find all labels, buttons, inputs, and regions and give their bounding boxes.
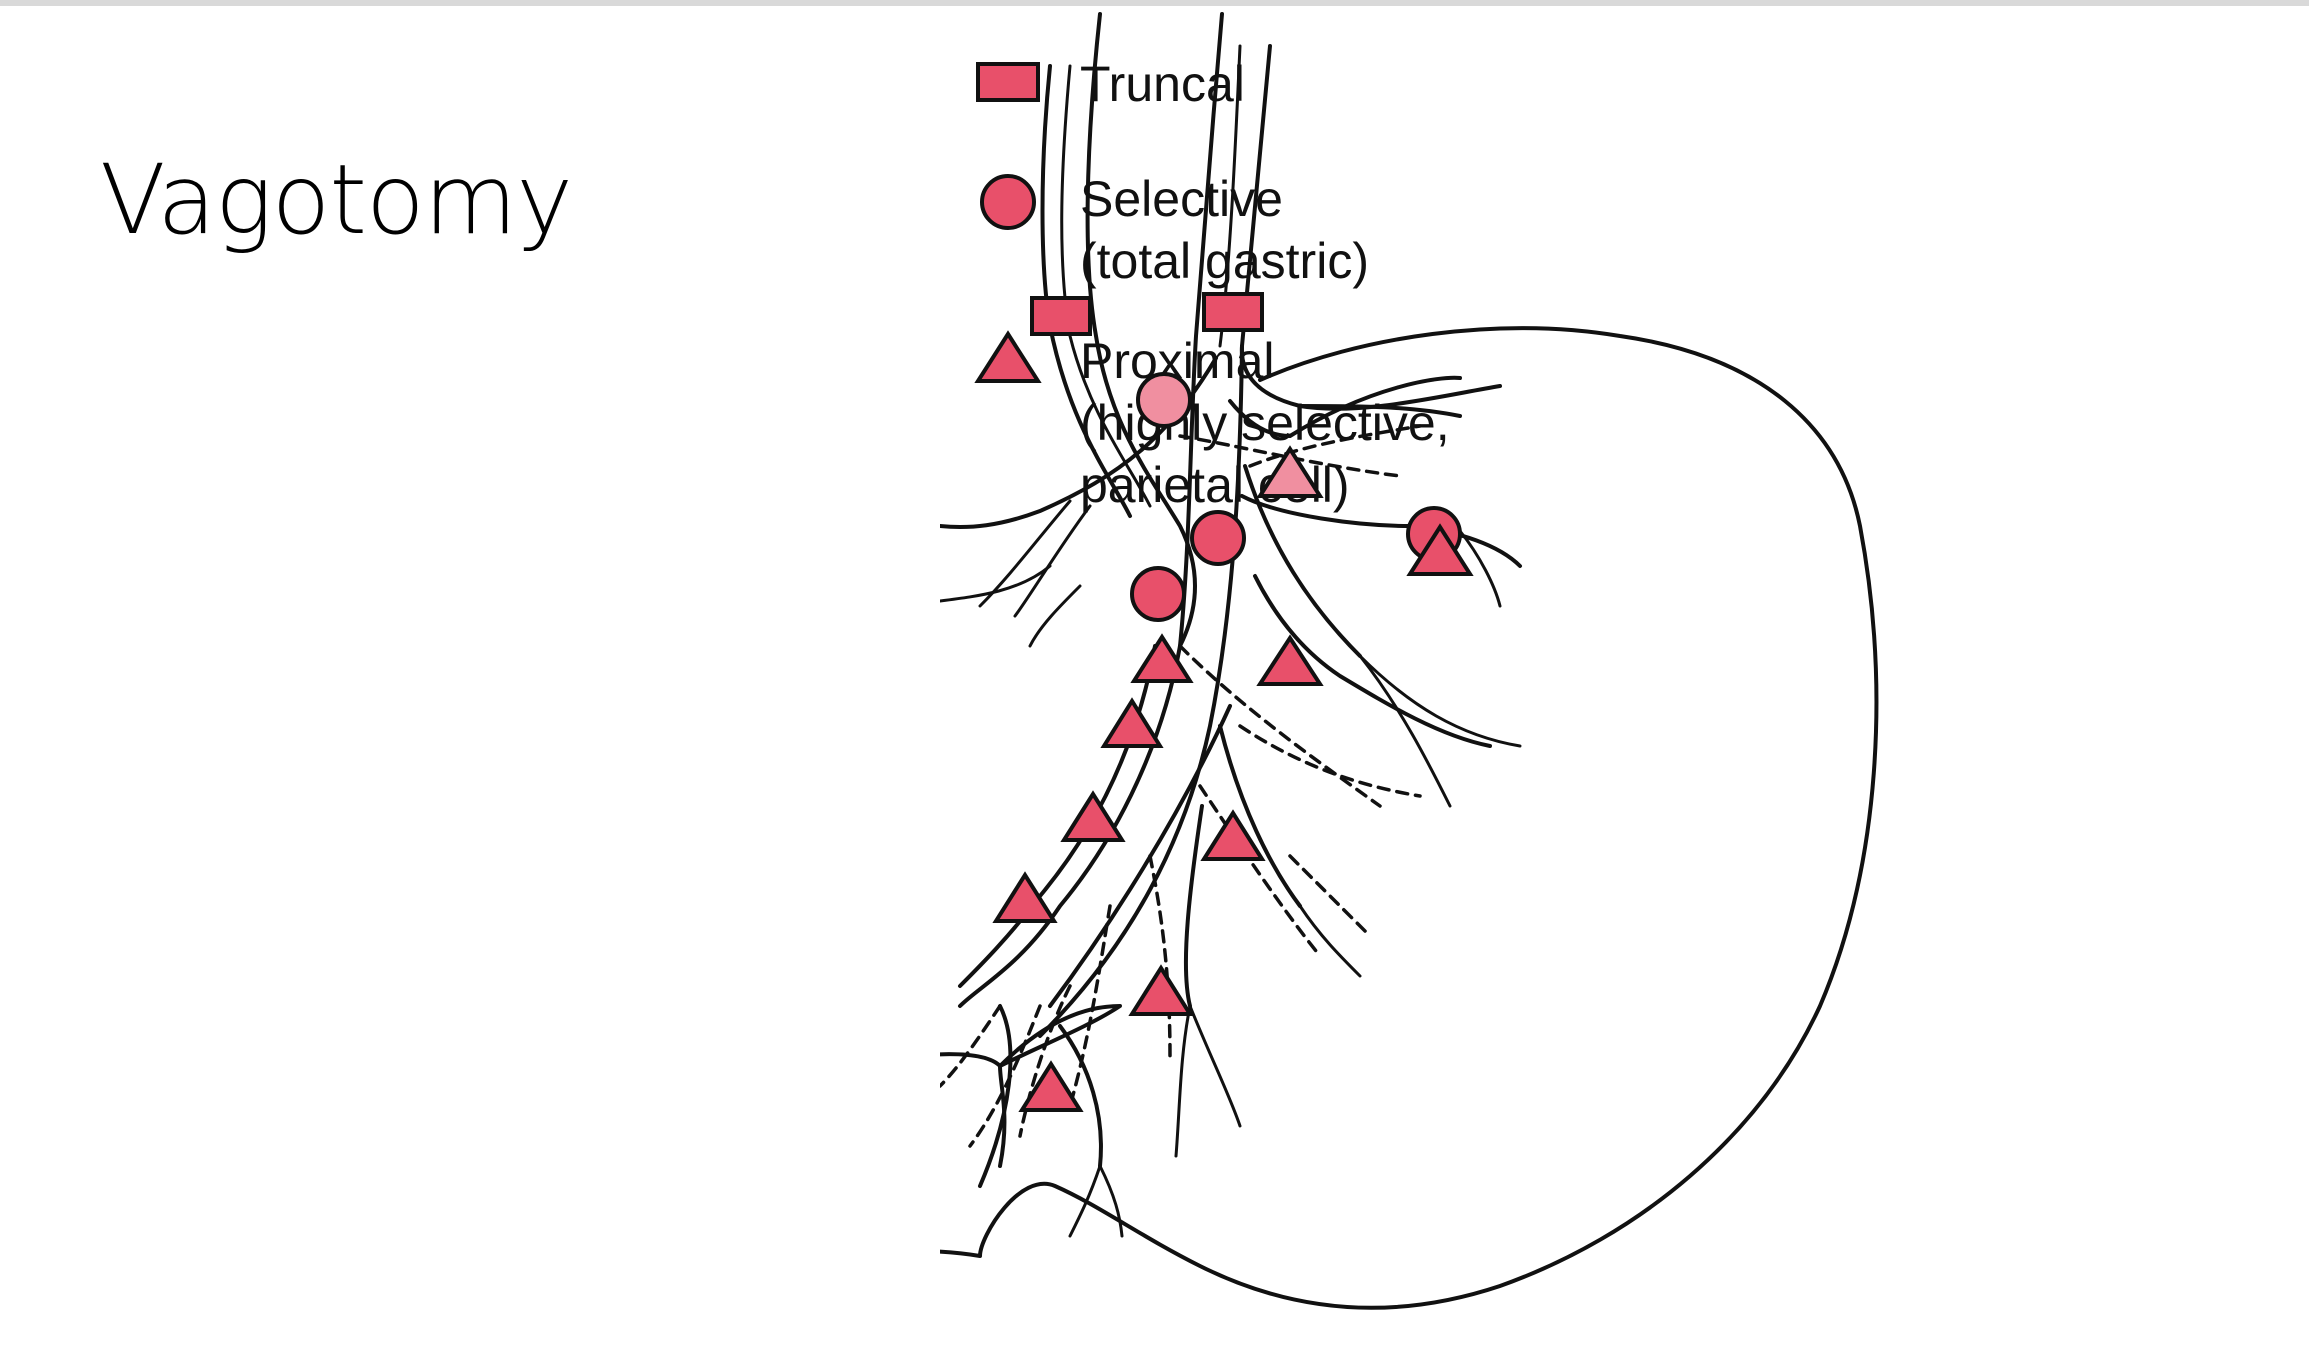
hepatic-twig-3 [940,564,1052,603]
selective-circle-hepatic [1136,372,1192,428]
proximal-triangle-1 [1256,445,1324,498]
branch-low-1 [1058,1024,1103,1168]
branch-low-1c [1098,1164,1124,1238]
hepatic-twig-4 [1028,584,1082,648]
selective-circle-posterior [1130,566,1186,622]
hepatic-twig-1 [978,499,1072,608]
branch-mid-3b [1188,1004,1242,1128]
dashed-6 [1148,854,1172,1058]
dashed-branches [940,424,1422,1148]
vagotomy-figure: Truncal Selective (total gastric) Proxim… [940,6,2309,1361]
proximal-markers [992,445,1474,1112]
branch-mid-2b [1298,904,1362,978]
right-trunk-left-edge [1178,12,1224,648]
legend-label-selective: Selective [1080,171,1283,227]
anterior-trunk-left-edge [1085,12,1197,648]
branch-mid-1c [1358,654,1452,808]
anterior-latarjet [958,644,1182,1008]
branch-mid-2 [1218,724,1302,908]
slide-title: Vagotomy [100,144,573,256]
proximal-triangle-3 [1130,633,1194,683]
dashed-2 [1248,424,1422,468]
dashed-1 [1178,434,1402,478]
dashed-11 [1288,854,1372,938]
legend-item-selective: Selective (total gastric) [980,171,1369,289]
legend-sublabel-selective: (total gastric) [1080,233,1369,289]
branch-mid-3 [1183,804,1204,1008]
legend-item-truncal: Truncal [976,56,1245,112]
branch-low-1b [1068,1164,1102,1238]
proximal-triangle-4 [1256,634,1324,686]
posterior-latarjet-parallel [1048,704,1232,1008]
selective-circle-anterior [1190,510,1246,566]
branch-mid-1 [1243,464,1362,658]
branch-mid-1b [1358,654,1522,748]
legend-label-truncal: Truncal [1080,56,1245,112]
stomach-vagus-diagram: Truncal Selective (total gastric) Proxim… [940,12,1879,1310]
proximal-triangle-5 [1100,697,1164,748]
proximal-triangle-10 [1018,1060,1084,1112]
fundus-edge [1228,375,1462,438]
proximal-triangle-2 [1406,523,1474,576]
right-trunk-outer [1239,44,1502,411]
proximal-triangle-8 [992,871,1058,923]
fundal-branch [1298,404,1462,418]
duodenum-upper [940,1052,1002,1068]
proximal-triangle-9 [1128,964,1194,1016]
posterior-latarjet [1038,344,1244,1038]
dashed-10 [940,1004,1002,1088]
proximal-triangle-6 [1060,790,1126,842]
truncal-square-right [1202,292,1264,332]
circle-icon [980,174,1036,230]
stomach-outline [940,326,1879,1310]
triangle-icon [974,330,1042,383]
anterior-gastric-twig [1458,529,1502,608]
truncal-square-left [1030,296,1092,336]
branch-mid-3c [1174,1004,1192,1158]
dashed-5 [1198,784,1322,958]
dashed-7 [1068,904,1112,1108]
greater-curvature [940,326,1879,1310]
anterior-latarjet-parallel [958,644,1157,988]
dashed-4 [1238,724,1422,798]
proximal-triangle-7 [1200,809,1266,861]
square-icon [976,62,1040,102]
pylorus-fold [998,1004,1122,1068]
dashed-9 [968,1004,1042,1148]
legend: Truncal Selective (total gastric) Proxim… [974,56,1450,513]
dashed-8 [1018,984,1072,1138]
branch-low-2 [978,1004,1013,1188]
branch-lower-greater [1253,574,1492,748]
truncal-markers [1030,292,1264,336]
